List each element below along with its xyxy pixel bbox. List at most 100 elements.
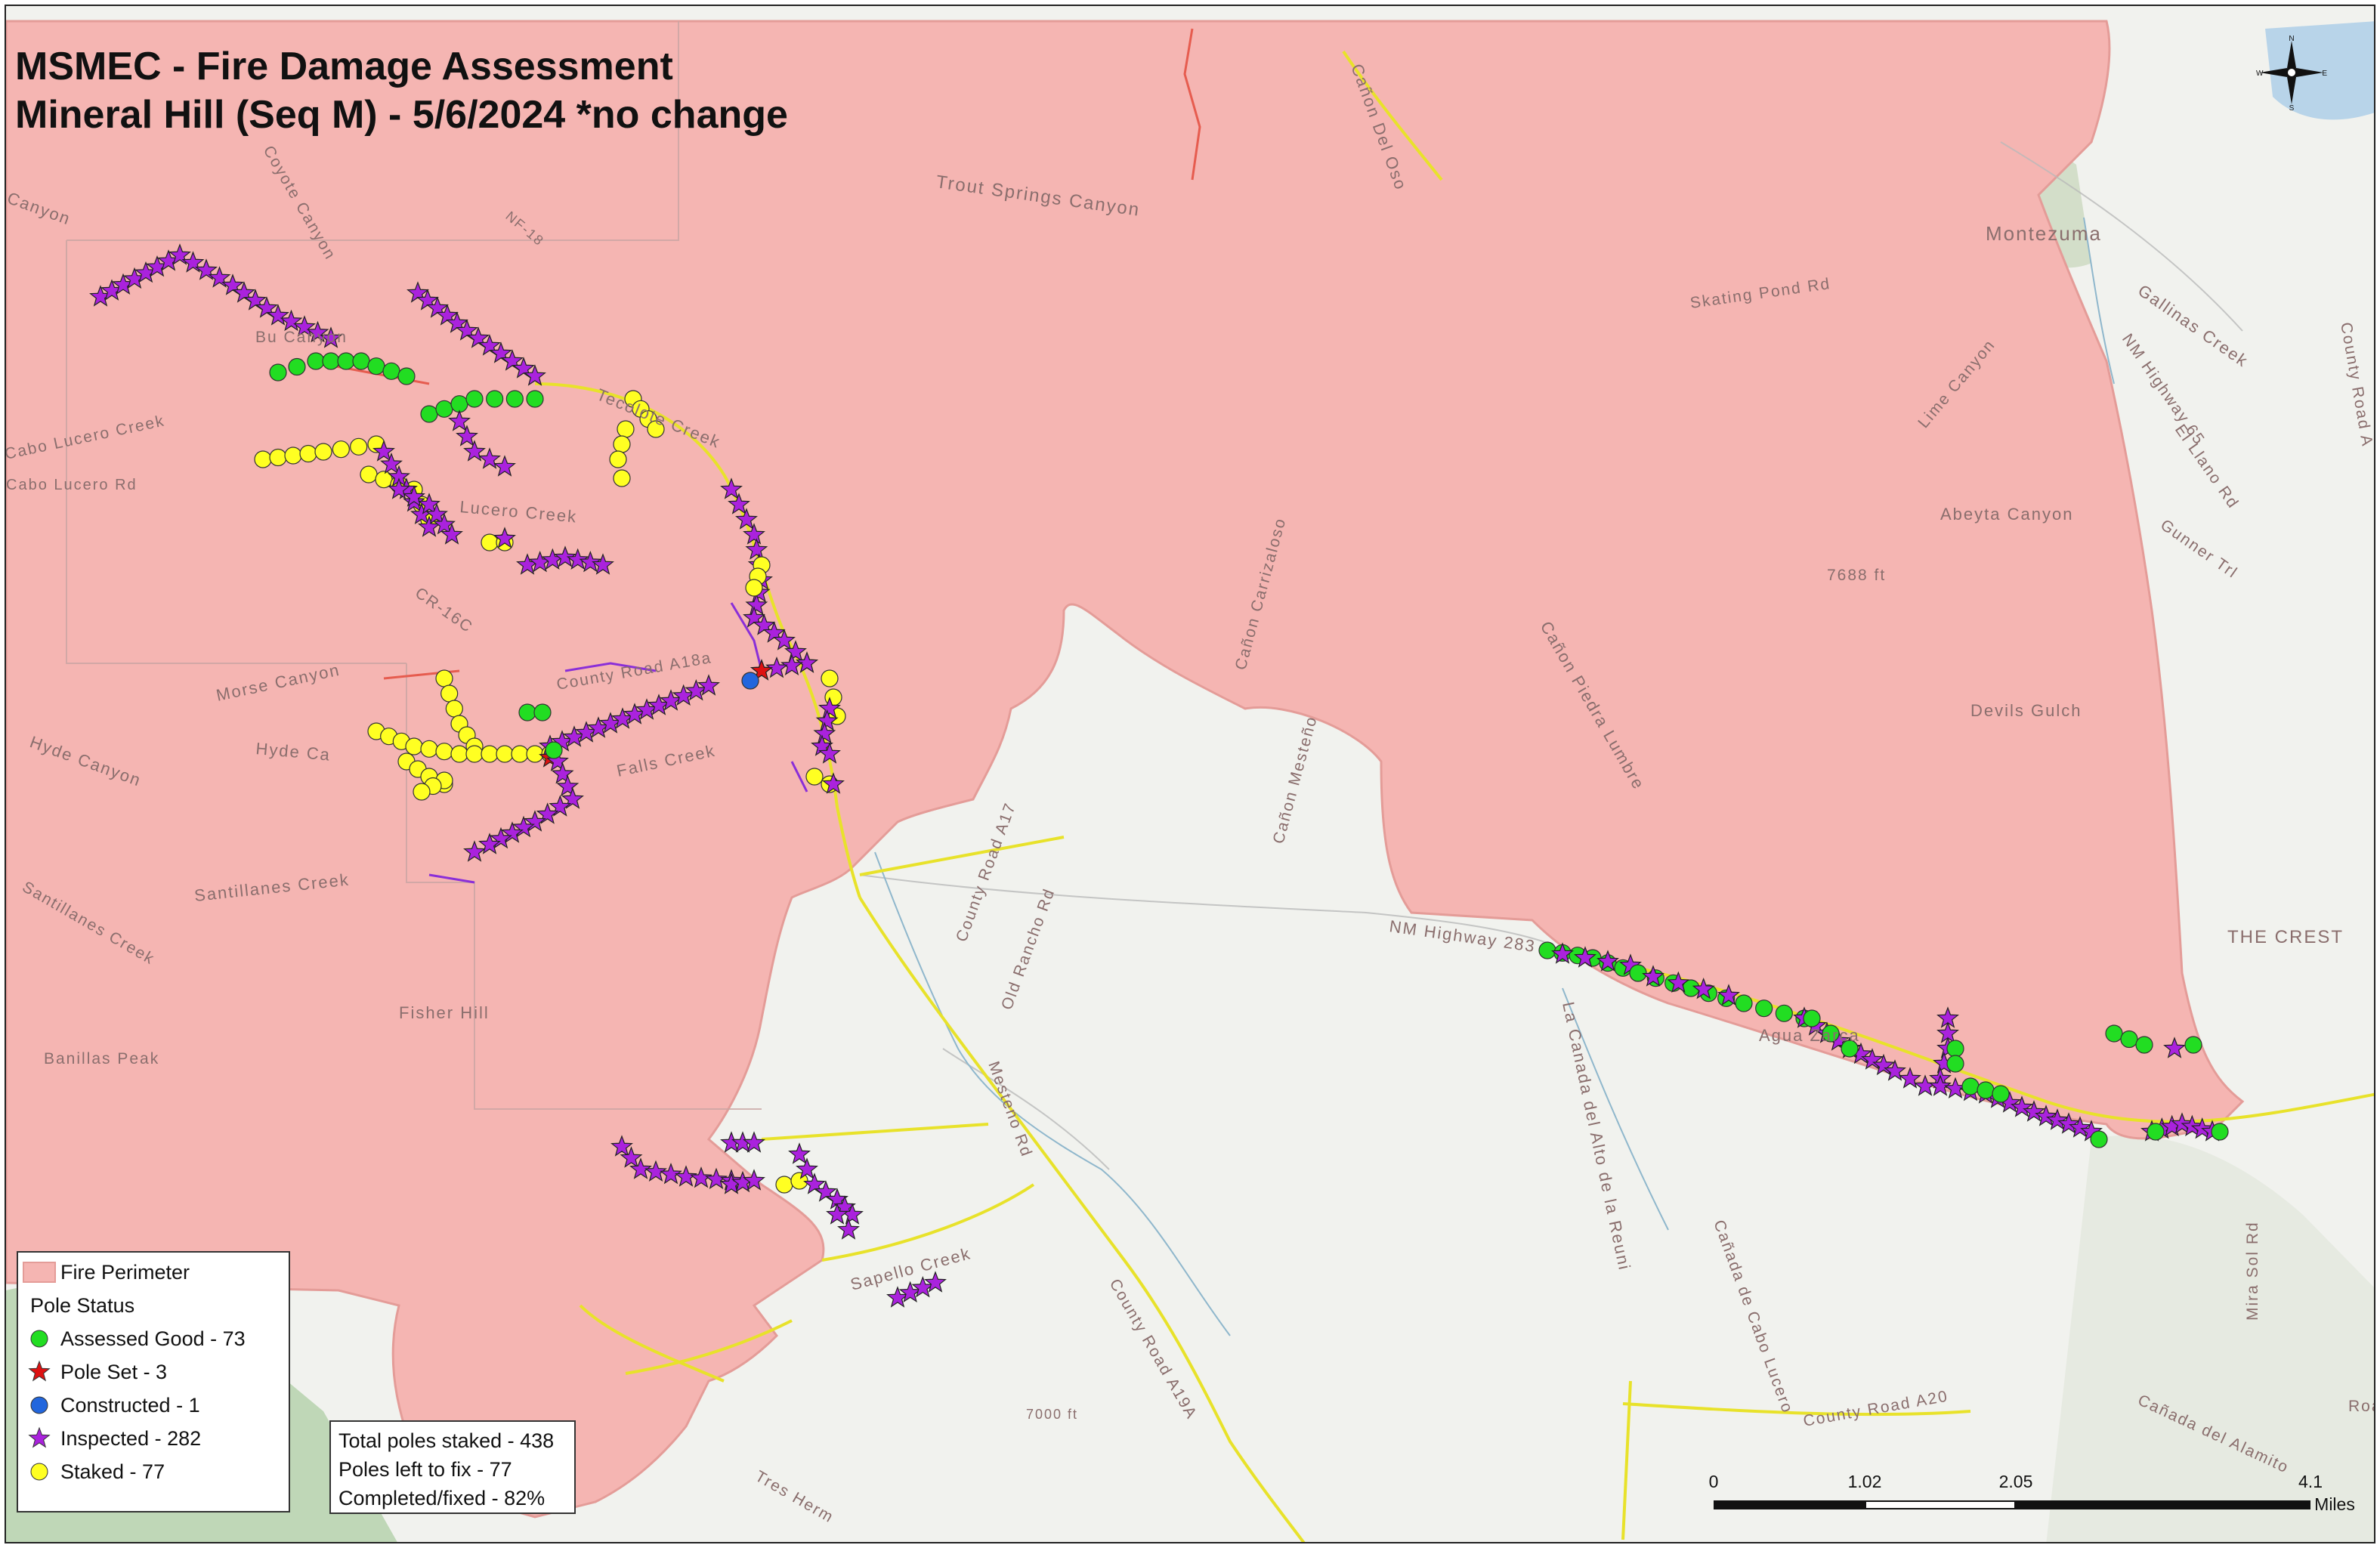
pole-marker[interactable] [267,304,289,326]
pole-marker[interactable] [826,1203,848,1225]
pole-marker[interactable] [2057,1112,2080,1134]
pole-marker[interactable] [512,815,535,838]
pole-marker[interactable] [445,700,463,718]
pole-marker[interactable] [672,684,695,706]
pole-marker[interactable] [2135,1036,2153,1054]
pole-marker[interactable] [405,737,423,755]
pole-marker[interactable] [1899,1067,1921,1089]
pole-marker[interactable] [545,741,563,759]
pole-marker[interactable] [440,523,463,545]
pole-marker[interactable] [420,405,438,423]
pole-marker[interactable] [1629,964,1647,982]
pole-marker[interactable] [805,768,824,786]
pole-marker[interactable] [629,1157,652,1179]
pole-marker[interactable] [524,364,546,386]
pole-marker[interactable] [397,367,416,385]
pole-marker[interactable] [518,703,536,721]
pole-marker[interactable] [720,477,743,499]
pole-marker[interactable] [467,326,490,348]
pole-marker[interactable] [380,452,403,474]
pole-marker[interactable] [456,425,478,446]
pole-marker[interactable] [493,455,516,477]
pole-marker[interactable] [2090,1130,2108,1148]
pole-marker[interactable] [463,840,486,862]
pole-marker[interactable] [610,1135,633,1157]
pole-marker[interactable] [1961,1077,1980,1095]
pole-marker[interactable] [372,440,395,462]
pole-marker[interactable] [496,745,514,763]
pole-marker[interactable] [1884,1059,1906,1081]
pole-marker[interactable] [501,821,524,843]
pole-marker[interactable] [526,390,544,408]
pole-marker[interactable] [697,674,720,696]
pole-marker[interactable] [1755,1000,1773,1018]
pole-marker[interactable] [551,762,574,784]
pole-marker[interactable] [813,721,836,744]
pole-marker[interactable] [1803,1009,1821,1027]
pole-marker[interactable] [818,742,841,764]
pole-marker[interactable] [306,320,329,343]
pole-marker[interactable] [208,266,231,288]
pole-marker[interactable] [1717,984,1740,1006]
pole-marker[interactable] [741,672,759,690]
pole-marker[interactable] [536,802,559,824]
pole-marker[interactable] [493,527,516,548]
pole-marker[interactable] [337,352,355,370]
pole-marker[interactable] [911,1275,935,1298]
pole-marker[interactable] [775,1176,793,1194]
pole-marker[interactable] [293,315,316,337]
pole-marker[interactable] [609,450,627,468]
pole-marker[interactable] [788,1142,811,1164]
pole-marker[interactable] [803,1173,826,1194]
pole-marker[interactable] [403,485,425,507]
pole-marker[interactable] [350,437,368,456]
pole-marker[interactable] [660,689,682,711]
pole-marker[interactable] [512,357,535,379]
pole-marker[interactable] [821,669,839,687]
pole-marker[interactable] [644,1160,667,1182]
pole-marker[interactable] [1946,1040,1964,1058]
pole-marker[interactable] [1551,942,1574,964]
pole-marker[interactable] [254,450,272,468]
pole-marker[interactable] [450,745,468,763]
pole-marker[interactable] [269,448,287,467]
pole-marker[interactable] [1596,950,1619,972]
pole-marker[interactable] [660,1162,682,1185]
pole-marker[interactable] [425,502,448,525]
pole-marker[interactable] [549,795,572,817]
pole-marker[interactable] [1775,1004,1793,1022]
pole-marker[interactable] [745,593,768,616]
pole-marker[interactable] [796,1157,818,1179]
pole-marker[interactable] [1861,1048,1884,1070]
pole-marker[interactable] [284,446,302,465]
pole-marker[interactable] [524,810,546,832]
pole-marker[interactable] [1692,977,1715,1000]
pole-marker[interactable] [1667,971,1690,993]
pole-marker[interactable] [360,465,378,484]
pole-marker[interactable] [705,1167,728,1190]
pole-marker[interactable] [478,447,501,469]
pole-marker[interactable] [898,1281,922,1303]
pole-marker[interactable] [181,251,205,273]
pole-marker[interactable] [195,258,218,280]
pole-marker[interactable] [255,296,278,318]
pole-marker[interactable] [332,440,350,459]
pole-marker[interactable] [501,349,524,371]
pole-marker[interactable] [620,1146,643,1168]
pole-marker[interactable] [685,678,708,701]
pole-marker[interactable] [735,508,758,530]
pole-marker[interactable] [490,341,512,363]
pole-marker[interactable] [440,684,459,703]
pole-marker[interactable] [481,533,499,552]
pole-marker[interactable] [675,1165,697,1187]
pole-marker[interactable] [1946,1055,1964,1073]
pole-marker[interactable] [320,326,342,348]
pole-marker[interactable] [554,545,576,567]
pole-marker[interactable] [556,774,580,797]
pole-marker[interactable] [168,243,191,265]
pole-marker[interactable] [784,640,807,662]
pole-marker[interactable] [244,289,267,311]
pole-marker[interactable] [352,352,370,370]
pole-marker[interactable] [2011,1095,2033,1117]
